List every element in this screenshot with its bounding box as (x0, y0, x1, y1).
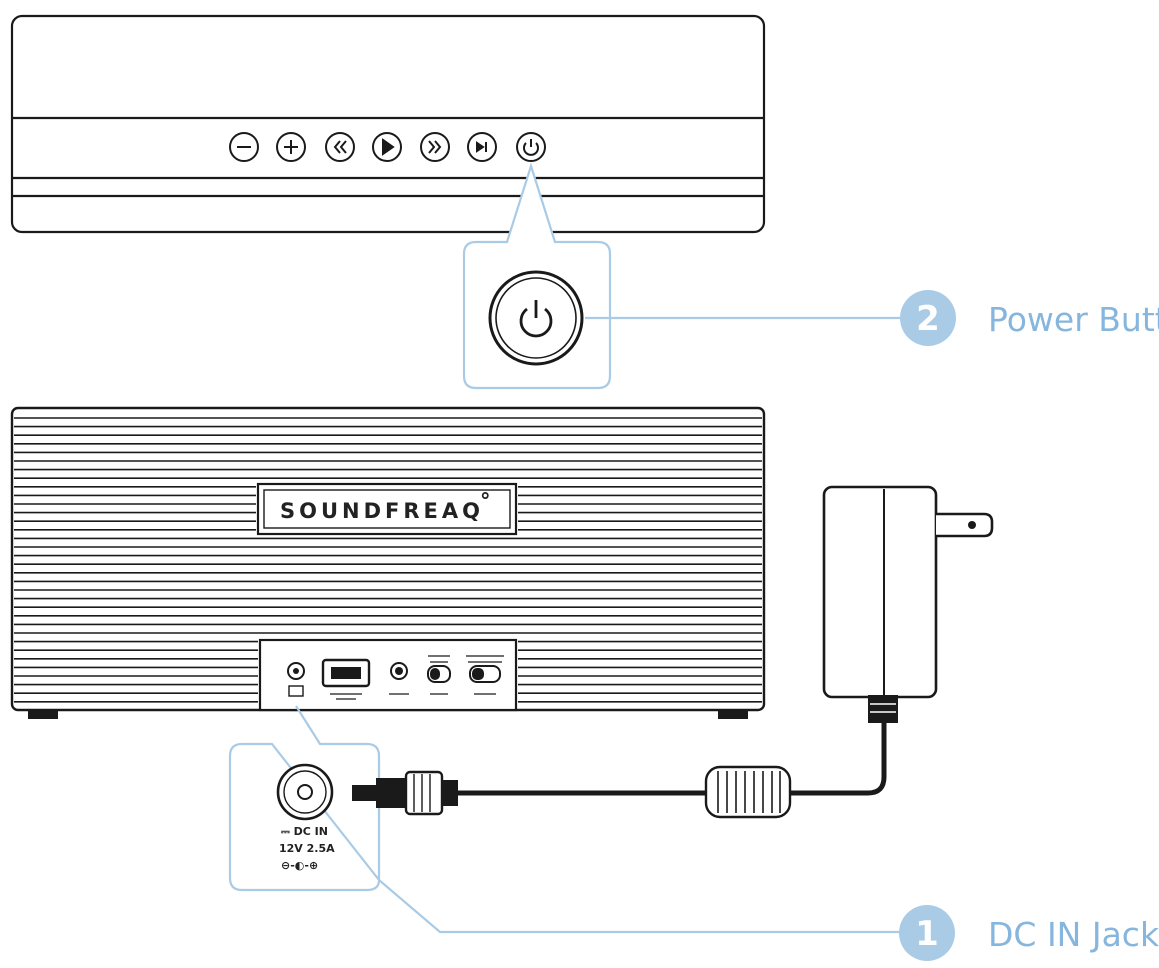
dc-plug[interactable] (352, 770, 458, 816)
polarity-symbol: ⊖-◐-⊕ (281, 859, 318, 872)
brand-logo: SOUNDFREAQ (280, 499, 484, 523)
callout-2-label: Power Button (988, 300, 1159, 339)
play-icon[interactable] (372, 132, 402, 162)
callout-1-label: DC IN Jack (988, 915, 1159, 954)
power-icon (519, 300, 553, 338)
rear-port-panel (258, 638, 518, 712)
tone-switch-icon[interactable] (466, 655, 504, 695)
ferrite-bead (704, 765, 792, 819)
speaker-grille (14, 417, 762, 703)
speaker-top-view (10, 14, 766, 234)
left-foot (28, 710, 58, 719)
bluetooth-pair-icon[interactable] (467, 132, 497, 162)
mode-switch-icon[interactable] (427, 655, 451, 695)
minus-icon[interactable] (229, 132, 259, 162)
brand-plate: SOUNDFREAQ ° (256, 482, 518, 536)
aux-in-port-icon[interactable] (389, 662, 409, 695)
dc-jack-enlarged[interactable] (276, 763, 334, 821)
power-icon[interactable] (516, 132, 546, 162)
usb-port-icon[interactable] (321, 658, 371, 700)
dc-in-label: ⎓ DC IN (281, 825, 328, 838)
plug-prong-icon (936, 512, 994, 538)
dc-jack-callout (228, 705, 900, 934)
plus-icon[interactable] (276, 132, 306, 162)
callout-1: 1 DC IN Jack (899, 905, 1159, 961)
rewind-icon[interactable] (325, 132, 355, 162)
power-adapter (822, 485, 938, 723)
callout-2-number: 2 (916, 299, 940, 339)
callout-2: 2 Power Button (900, 290, 1159, 346)
speaker-rear-view (10, 406, 766, 719)
dc-port-icon[interactable] (287, 662, 305, 697)
dc-rating-label: 12V 2.5A (279, 842, 335, 855)
power-button-enlarged[interactable] (488, 270, 584, 366)
top-control-buttons (229, 132, 546, 162)
fast-forward-icon[interactable] (420, 132, 450, 162)
power-cable (458, 720, 887, 796)
right-foot (718, 710, 748, 719)
callout-1-number: 1 (915, 914, 939, 954)
brand-mark: ° (480, 489, 495, 513)
